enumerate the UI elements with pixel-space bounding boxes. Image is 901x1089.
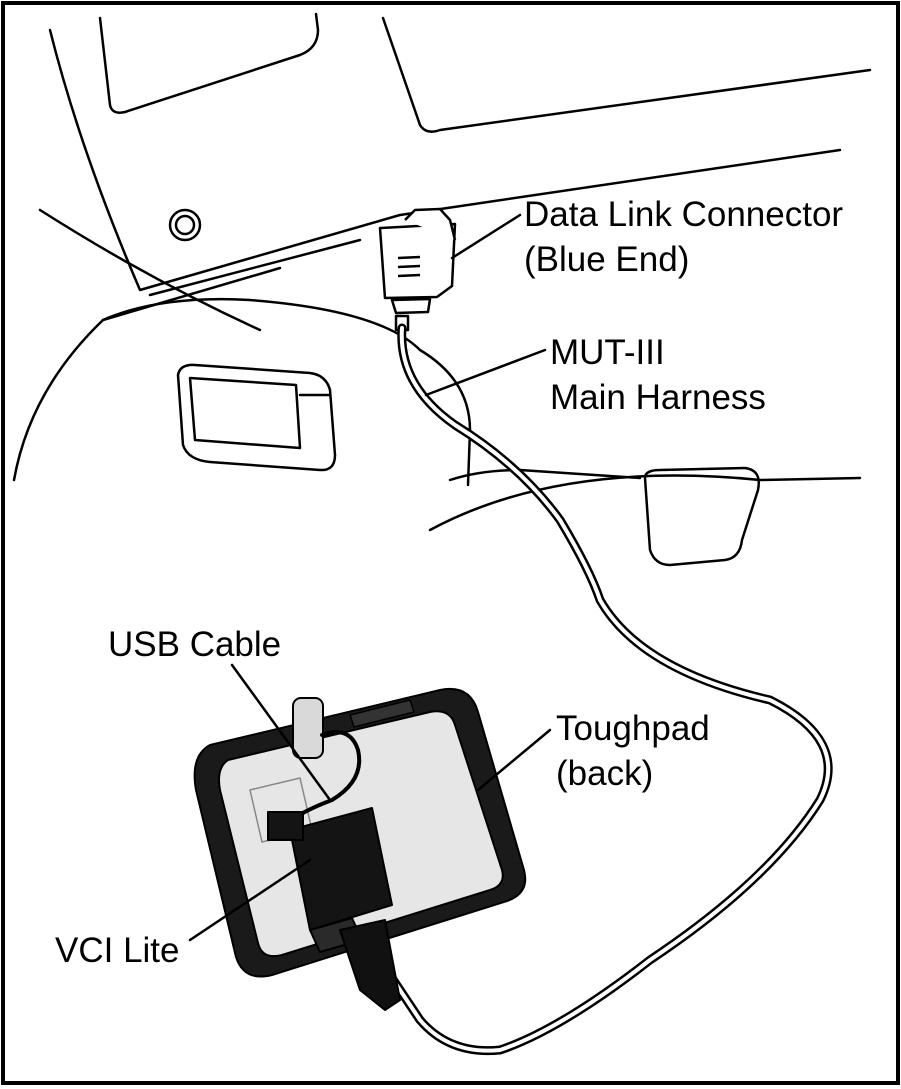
- label-data-link-connector-line2: (Blue End): [524, 240, 690, 279]
- vci-lite: [267, 807, 401, 1011]
- mut-main-harness-cable-inner: [378, 326, 831, 1053]
- dashboard-line-art: [12, 12, 872, 567]
- label-toughpad: Toughpad (back): [556, 706, 710, 796]
- label-data-link-connector: Data Link Connector (Blue End): [524, 192, 843, 282]
- leader-lines: [188, 213, 552, 942]
- label-toughpad-line2: (back): [556, 754, 654, 793]
- leader-usb-cable: [230, 663, 332, 802]
- usb-cable: [283, 730, 362, 827]
- label-usb-cable-line1: USB Cable: [108, 625, 282, 664]
- leader-vci-lite: [188, 858, 312, 942]
- data-link-connector: [378, 207, 457, 332]
- leader-toughpad: [476, 728, 552, 792]
- leader-data-link-connector: [450, 213, 522, 260]
- label-vci-lite: VCI Lite: [55, 928, 180, 973]
- label-mut-main-harness: MUT-III Main Harness: [550, 330, 766, 420]
- label-usb-cable: USB Cable: [108, 622, 281, 667]
- label-vci-lite-line1: VCI Lite: [55, 931, 180, 970]
- label-mut-main-harness-line1: MUT-III: [550, 333, 665, 372]
- label-mut-main-harness-line2: Main Harness: [550, 378, 766, 417]
- label-data-link-connector-line1: Data Link Connector: [524, 195, 844, 234]
- label-toughpad-line1: Toughpad: [556, 709, 710, 748]
- leader-mut-main-harness: [424, 348, 547, 397]
